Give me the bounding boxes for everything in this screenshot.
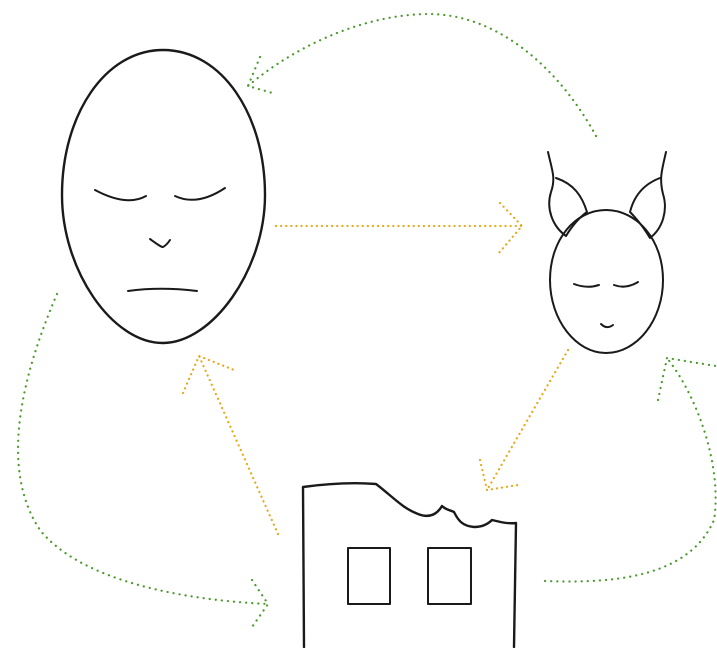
ruined-building (303, 483, 516, 647)
arrow-building-to-face-line (199, 356, 278, 534)
arrow-cat-to-face-top-line (248, 14, 596, 136)
cat-face (548, 152, 666, 353)
large-face-right-eye (175, 188, 225, 200)
cat-face-right-ear (630, 152, 666, 238)
arrow-cat-to-building (480, 350, 568, 490)
large-face-left-eye (95, 190, 146, 200)
large-face-mouth (128, 289, 197, 291)
ruined-building-outline (303, 483, 516, 647)
arrow-cat-to-building-head (480, 460, 518, 490)
cat-face-left-ear (548, 152, 587, 236)
arrow-cat-to-building-line (487, 350, 568, 490)
ruined-building-window-left (348, 548, 390, 604)
arrow-face-to-building-left-head (250, 580, 268, 630)
arrow-face-to-cat (276, 203, 522, 254)
arrow-building-to-cat-right-head (658, 358, 716, 400)
large-face-outline (62, 50, 265, 343)
arrow-face-to-cat-head (498, 203, 522, 254)
arrow-building-to-cat-right (545, 358, 716, 582)
ruined-building-window-right (428, 548, 471, 604)
arrow-building-to-face (183, 356, 278, 534)
cat-face-mouth (601, 324, 613, 327)
cat-face-head (550, 210, 663, 353)
cat-face-left-eye (574, 284, 599, 287)
large-face-nose (150, 239, 170, 247)
arrow-building-to-face-head (183, 356, 234, 393)
large-face (62, 50, 265, 343)
arrow-cat-to-face-top (248, 14, 596, 136)
arrow-building-to-cat-right-line (545, 358, 716, 582)
cat-face-right-eye (614, 282, 638, 287)
arrow-face-to-building-left (18, 294, 268, 630)
